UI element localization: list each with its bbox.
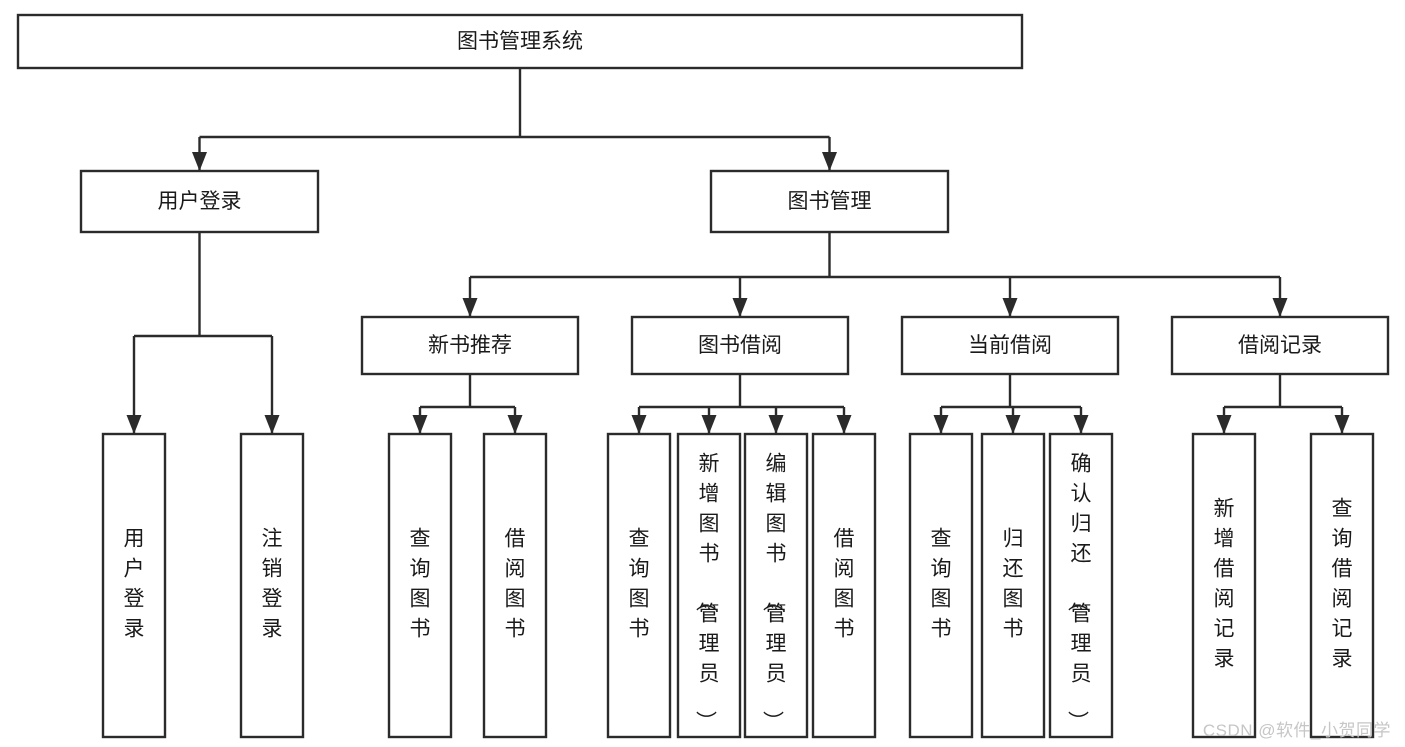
node-label: 查询图书 [410, 528, 431, 641]
arrow-head-icon [507, 415, 523, 434]
arrow-head-icon [1002, 298, 1018, 317]
node-leaf-confirm-return[interactable]: 确认归还（管理员） [1048, 432, 1114, 739]
connector-group [631, 374, 852, 434]
node-box[interactable] [387, 432, 453, 739]
node-label: 新增借阅记录 [1214, 498, 1235, 671]
node-leaf-add-book[interactable]: 新增图书（管理员） [676, 432, 742, 739]
node-label: 查询图书 [931, 528, 952, 641]
node-box[interactable] [360, 315, 580, 376]
node-book-borrow[interactable]: 图书借阅 [630, 315, 850, 376]
arrow-head-icon [732, 298, 748, 317]
arrow-head-icon [126, 415, 142, 434]
node-label: 当前借阅 [968, 334, 1052, 357]
node-leaf-add-record[interactable]: 新增借阅记录 [1191, 432, 1257, 739]
node-root[interactable]: 图书管理系统 [16, 13, 1024, 70]
node-leaf-query-record[interactable]: 查询借阅记录 [1309, 432, 1375, 739]
node-box[interactable] [606, 432, 672, 739]
arrow-head-icon [192, 152, 207, 171]
node-label: 编辑图书（管理员） [761, 453, 787, 732]
node-borrow-record[interactable]: 借阅记录 [1170, 315, 1390, 376]
node-label: 新增图书（管理员） [694, 453, 720, 732]
node-label: 归还图书 [1003, 528, 1024, 641]
connector-group [462, 232, 1288, 317]
node-box[interactable] [709, 169, 950, 234]
node-user-login[interactable]: 用户登录 [79, 169, 320, 234]
node-box[interactable] [16, 13, 1024, 70]
node-current-borrow[interactable]: 当前借阅 [900, 315, 1120, 376]
node-label: 借阅记录 [1238, 334, 1322, 357]
node-leaf-borrow-book-2[interactable]: 借阅图书 [811, 432, 877, 739]
node-leaf-edit-book[interactable]: 编辑图书（管理员） [743, 432, 809, 739]
node-leaf-query-book-1[interactable]: 查询图书 [387, 432, 453, 739]
node-box[interactable] [101, 432, 167, 739]
arrow-head-icon [1005, 415, 1021, 434]
node-box[interactable] [980, 432, 1046, 739]
arrow-head-icon [701, 415, 717, 434]
node-box[interactable] [743, 432, 809, 739]
node-label: 新书推荐 [428, 334, 512, 357]
arrow-head-icon [1073, 415, 1089, 434]
arrow-head-icon [412, 415, 428, 434]
node-label: 用户登录 [158, 190, 242, 213]
node-leaf-query-book-3[interactable]: 查询图书 [908, 432, 974, 739]
node-leaf-user-login[interactable]: 用户登录 [101, 432, 167, 739]
arrow-head-icon [933, 415, 949, 434]
node-box[interactable] [908, 432, 974, 739]
node-label: 图书管理系统 [457, 30, 583, 53]
node-box[interactable] [1170, 315, 1390, 376]
node-box[interactable] [630, 315, 850, 376]
node-box[interactable] [482, 432, 548, 739]
node-label: 借阅图书 [505, 528, 526, 641]
node-label: 确认归还（管理员） [1066, 453, 1092, 732]
node-leaf-borrow-book-1[interactable]: 借阅图书 [482, 432, 548, 739]
node-box[interactable] [1191, 432, 1257, 739]
connector-layer [126, 68, 1350, 434]
node-layer: 图书管理系统用户登录图书管理新书推荐图书借阅当前借阅借阅记录用户登录注销登录查询… [16, 13, 1390, 739]
arrow-head-icon [631, 415, 647, 434]
arrow-head-icon [768, 415, 784, 434]
node-leaf-return-book[interactable]: 归还图书 [980, 432, 1046, 739]
node-label: 用户登录 [124, 528, 145, 641]
arrow-head-icon [1216, 415, 1232, 434]
node-label: 查询借阅记录 [1332, 498, 1353, 671]
node-new-book-rec[interactable]: 新书推荐 [360, 315, 580, 376]
connector-group [192, 68, 837, 171]
arrow-head-icon [1272, 298, 1288, 317]
connector-group [933, 374, 1089, 434]
connector-group [126, 232, 280, 434]
arrow-head-icon [462, 298, 478, 317]
connector-group [412, 374, 523, 434]
node-leaf-user-logout[interactable]: 注销登录 [239, 432, 305, 739]
node-box[interactable] [1048, 432, 1114, 739]
arrow-head-icon [822, 152, 837, 171]
node-label: 注销登录 [262, 528, 283, 641]
node-box[interactable] [900, 315, 1120, 376]
node-book-manage[interactable]: 图书管理 [709, 169, 950, 234]
node-box[interactable] [676, 432, 742, 739]
arrow-head-icon [836, 415, 852, 434]
arrow-head-icon [1334, 415, 1350, 434]
node-box[interactable] [239, 432, 305, 739]
node-label: 借阅图书 [834, 528, 855, 641]
connector-group [1216, 374, 1350, 434]
node-box[interactable] [811, 432, 877, 739]
node-label: 图书借阅 [698, 334, 782, 357]
node-leaf-query-book-2[interactable]: 查询图书 [606, 432, 672, 739]
csdn-watermark: CSDN @软件_小贺同学 [1202, 721, 1391, 740]
node-box[interactable] [1309, 432, 1375, 739]
node-box[interactable] [79, 169, 320, 234]
node-label: 图书管理 [788, 190, 872, 213]
node-label: 查询图书 [629, 528, 650, 641]
arrow-head-icon [264, 415, 280, 434]
